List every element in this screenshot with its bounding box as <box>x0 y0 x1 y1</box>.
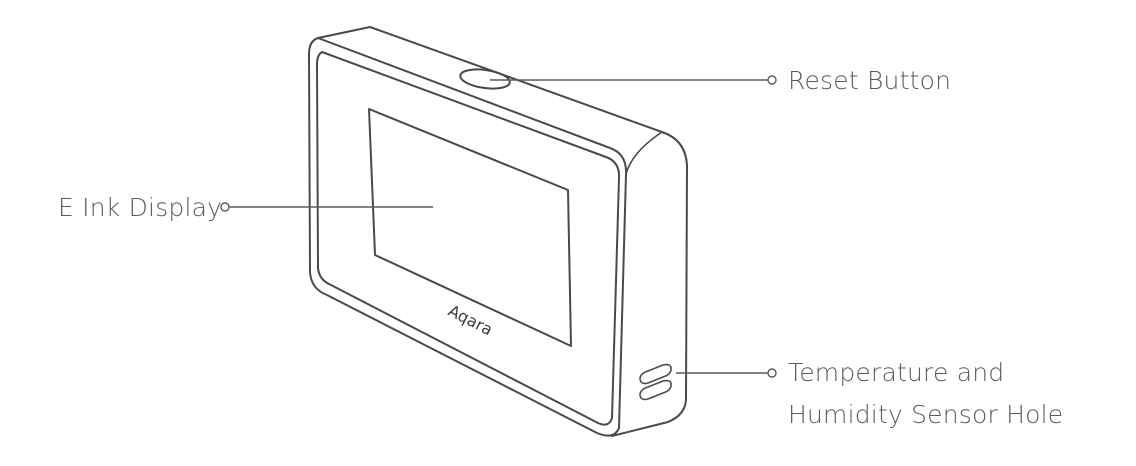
device-side-edge <box>625 131 663 175</box>
device-body-outline <box>317 26 688 437</box>
sensor-hole-label-line1: Temperature and <box>788 358 1005 387</box>
sensor-hole-label-line2: Humidity Sensor Hole <box>788 400 1064 429</box>
device-front-bezel <box>316 51 621 426</box>
e-ink-display-label: E Ink Display <box>58 193 223 222</box>
sensor-hole-slot-upper <box>639 363 672 385</box>
display-leader-dot <box>220 202 230 212</box>
reset-button-leader-dot <box>767 75 777 85</box>
device-front-outer <box>308 37 628 437</box>
reset-button-label: Reset Button <box>788 66 952 95</box>
sensor-hole-leader-dot <box>767 368 777 378</box>
sensor-hole-slot-lower <box>639 379 672 401</box>
reset-button-shape <box>459 68 511 90</box>
